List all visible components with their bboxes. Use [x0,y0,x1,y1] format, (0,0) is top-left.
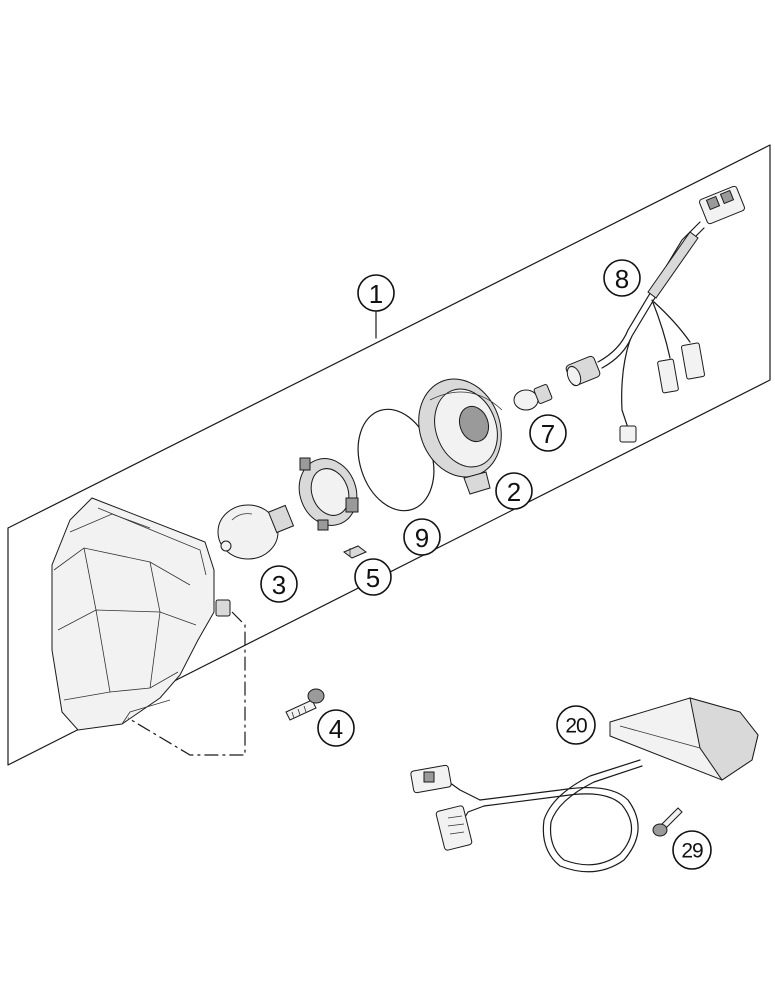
callout-label-5: 5 [366,563,380,593]
callout-label-2: 2 [507,477,521,507]
bulb-retainer [298,457,359,531]
callout-label-9: 9 [415,523,429,553]
callout-label-1: 1 [369,279,383,309]
callout-20: 20 [556,705,596,745]
callout-label-3: 3 [272,570,286,600]
callout-label-7: 7 [541,419,555,449]
callout-2: 2 [495,472,533,510]
small-clip [343,545,367,559]
assembly-boundary [7,144,771,766]
callout-label-8: 8 [615,264,629,294]
callout-8: 8 [603,259,641,297]
headlight-mask [51,497,231,731]
alignment-line [127,611,246,756]
callout-1: 1 [357,274,395,312]
callout-7: 7 [529,414,567,452]
accessory-wiring-harness [410,759,643,873]
callout-3: 3 [260,565,298,603]
headlight-wiring-harness [565,185,746,443]
callout-9: 9 [403,518,441,556]
headlight-bulb [217,504,295,560]
cover-plate [609,697,759,781]
small-screw [652,807,683,837]
mounting-screw [285,688,325,721]
reflector [418,378,503,495]
callout-29: 29 [672,830,712,870]
callout-5: 5 [354,558,392,596]
callout-label-29: 29 [681,840,703,863]
callout-label-4: 4 [329,714,343,744]
callout-4: 4 [317,709,355,747]
parking-bulb [513,384,553,411]
callout-label-20: 20 [565,715,587,738]
